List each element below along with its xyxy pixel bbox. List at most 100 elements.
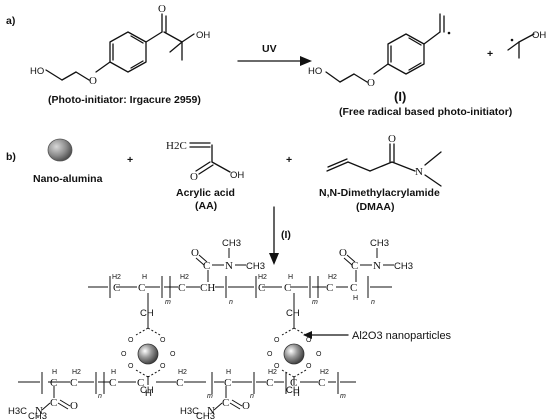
upper-amide-c-1: C <box>203 260 210 272</box>
lower-h-4: H <box>226 369 231 376</box>
upper-n-2: n <box>371 299 375 306</box>
ketyl-radical-structure <box>507 33 535 59</box>
radical-ether-o: O <box>367 77 375 89</box>
panel-b-plus-2: + <box>286 154 292 166</box>
lower-carboxylate-ch-2: CH <box>286 385 300 396</box>
upper-h-2: H <box>288 274 293 281</box>
dmaa-name: N,N-Dimethylacrylamide <box>319 187 440 199</box>
lower-h2-3: H2 <box>268 369 277 376</box>
upper-ch3-1: CH3 <box>222 238 241 249</box>
complex1-o6: O <box>160 363 166 370</box>
lower-amide-o-2: O <box>242 400 250 412</box>
photoinitiator-caption: (Photo-initiator: Irgacure 2959) <box>48 94 201 106</box>
lower-h-5: H <box>293 388 300 399</box>
lower-h-2: H <box>111 369 116 376</box>
upper-c-3: C <box>178 282 185 294</box>
lower-m-2: m <box>340 393 346 400</box>
polymerization-arrowhead-icon <box>269 253 279 265</box>
upper-h-3: H <box>353 295 358 302</box>
lower-h2-1: H2 <box>72 369 81 376</box>
nano-alumina-label: Nano-alumina <box>33 173 103 185</box>
lower-c-5: C <box>176 377 183 389</box>
uv-label: UV <box>262 43 277 55</box>
lower-c-1: C <box>50 377 57 389</box>
upper-h2-3: H2 <box>258 274 267 281</box>
nanoparticle-pointer-head-icon <box>303 331 312 339</box>
upper-ch3-2: CH3 <box>246 261 265 272</box>
acrylic-acid-name: Acrylic acid <box>176 187 235 199</box>
irgacure-carbonyl-o: O <box>158 3 166 15</box>
lower-amide-n-1: N <box>35 405 43 417</box>
lower-c-8: C <box>290 377 297 389</box>
benzoyl-radical-structure <box>325 13 451 83</box>
al2o3-particle-2-icon <box>283 343 305 365</box>
lower-chain-labels: C H C H2 n C O N H3C C H C H C H2 m C H … <box>8 369 346 417</box>
upper-amide-o-2: O <box>339 247 347 259</box>
aa-h2c: H2C <box>166 140 187 152</box>
upper-m-2: m <box>312 299 318 306</box>
complex1-o3: O <box>121 351 127 358</box>
panel-a-label: a) <box>6 15 15 27</box>
upper-h2-1: H2 <box>112 274 121 281</box>
upper-ch3-4: CH3 <box>394 261 413 272</box>
complex2-o6: O <box>306 363 312 370</box>
upper-h2-4: H2 <box>328 274 337 281</box>
acrylic-acid-abbr: (AA) <box>195 200 217 212</box>
upper-polymer-chain <box>88 254 392 322</box>
lower-amide-n-2: N <box>207 405 215 417</box>
lower-amide-c-1: C <box>50 397 57 409</box>
irgacure-structure <box>45 13 195 81</box>
complex1-o5: O <box>128 363 134 370</box>
irgacure-oh: OH <box>196 30 210 41</box>
lower-ch3-1: CH3 <box>28 411 47 420</box>
lower-c-4: C <box>137 377 144 389</box>
dmaa-abbr: (DMAA) <box>356 201 395 213</box>
complex2-o4: O <box>316 351 322 358</box>
upper-carboxylate-ch-1: CH <box>140 308 154 319</box>
lower-c-9: C <box>318 377 325 389</box>
upper-amide-n-2: N <box>373 260 381 272</box>
dmaa-structure <box>326 143 442 187</box>
complex2-o2: O <box>306 337 312 344</box>
upper-amide-n-1: N <box>225 260 233 272</box>
lower-h3c-2: H3C <box>180 406 199 417</box>
upper-carboxylate-ch-2: CH <box>286 308 300 319</box>
lower-methyl-groups: CH3 CH3 <box>28 411 215 420</box>
upper-c-5: C <box>284 282 291 294</box>
product-caption: (Free radical based photo-initiator) <box>339 106 512 118</box>
lower-c-2: C <box>70 377 77 389</box>
uv-arrowhead-icon <box>300 56 312 66</box>
polymerization-initiator-label: (I) <box>281 229 291 241</box>
carboxylate-complex-2: O O O O O O <box>267 322 322 385</box>
upper-ch3-3: CH3 <box>370 238 389 249</box>
aa-oh: OH <box>230 170 244 181</box>
upper-ch-1: CH <box>200 282 215 294</box>
complex2-o3: O <box>267 351 273 358</box>
lower-n-2: n <box>250 393 254 400</box>
lower-polymer-chain <box>18 372 356 411</box>
lower-h-1: H <box>52 369 57 376</box>
nanoparticle-label: Al2O3 nanoparticles <box>352 330 452 342</box>
lower-h-3: H <box>145 388 152 399</box>
radical-ho: HO <box>308 66 322 77</box>
lower-c-7: C <box>266 377 273 389</box>
ketyl-oh: OH <box>532 30 546 41</box>
complex1-o4: O <box>170 351 176 358</box>
lower-amide-o-1: O <box>70 400 78 412</box>
lower-n-1: n <box>98 393 102 400</box>
complex2-o1: O <box>274 337 280 344</box>
al2o3-particle-1-icon <box>137 343 159 365</box>
complex2-o5: O <box>274 363 280 370</box>
upper-amide-o-1: O <box>191 247 199 259</box>
upper-m-1: m <box>165 299 171 306</box>
panel-a-plus: + <box>487 48 493 60</box>
panel-b-label: b) <box>6 151 16 163</box>
acrylic-acid-structure <box>189 142 231 175</box>
lower-m-1: m <box>207 393 213 400</box>
dmaa-carbonyl-o: O <box>388 133 396 145</box>
lower-amide-c-2: C <box>222 397 229 409</box>
dmaa-n: N <box>415 166 423 178</box>
upper-amide-c-2: C <box>351 260 358 272</box>
